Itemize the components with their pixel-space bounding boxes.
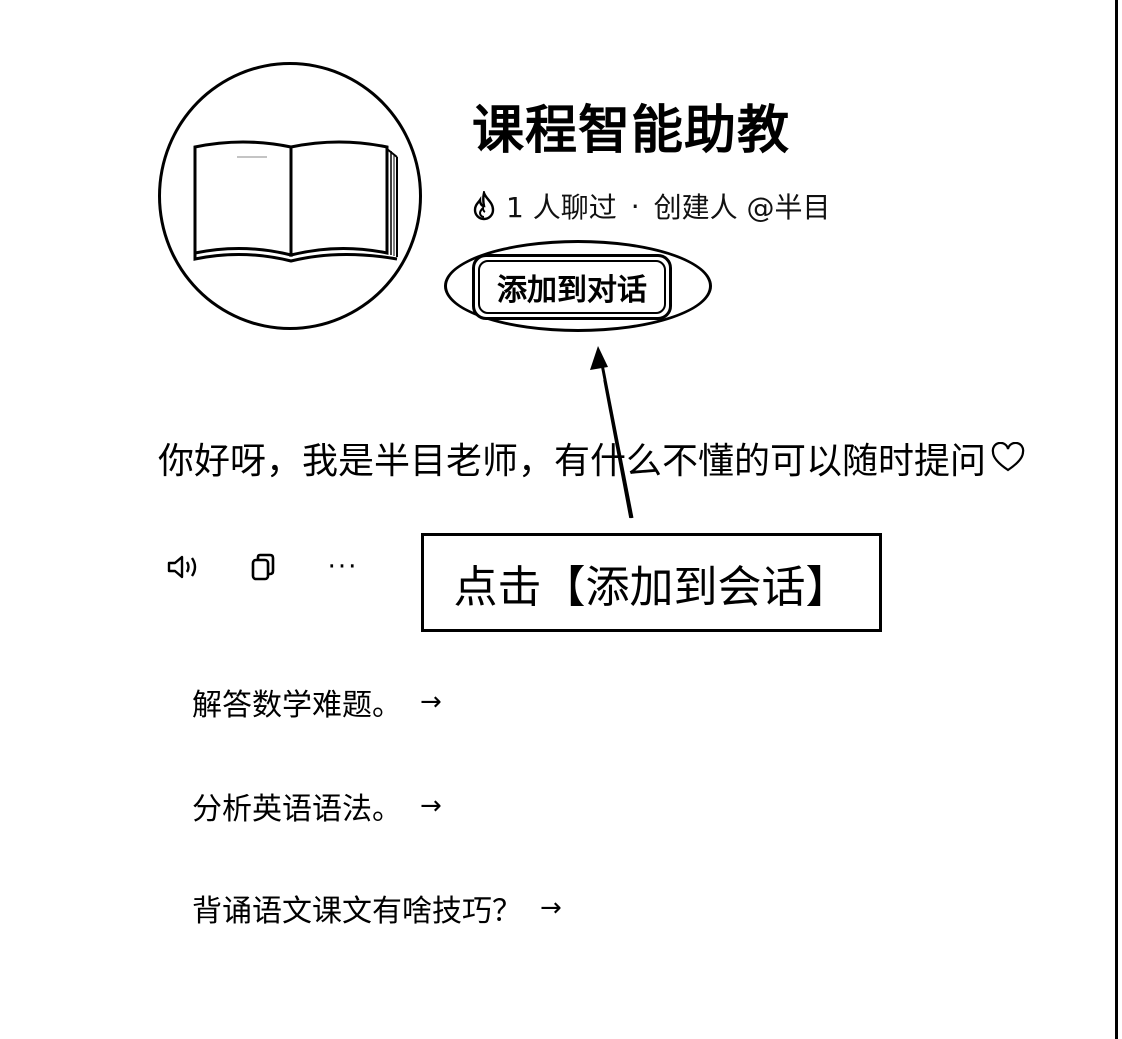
more-options-button[interactable]: ··· bbox=[327, 552, 359, 582]
bot-meta: 1 人聊过 · 创建人 @半目 bbox=[472, 186, 831, 226]
chat-count: 1 人聊过 bbox=[506, 191, 617, 224]
read-aloud-button[interactable] bbox=[164, 548, 202, 586]
suggestion-item-1[interactable]: 解答数学难题。 → bbox=[192, 680, 442, 724]
copy-button[interactable] bbox=[244, 548, 282, 586]
annotation-arrow bbox=[590, 346, 634, 519]
arrow-right-icon: → bbox=[420, 687, 442, 717]
arrow-right-icon: → bbox=[420, 791, 442, 821]
suggestion-item-3[interactable]: 背诵语文课文有啥技巧？ → bbox=[192, 886, 562, 930]
meta-separator: · bbox=[630, 189, 640, 223]
flame-icon bbox=[473, 191, 495, 221]
suggestion-text: 分析英语语法。 bbox=[192, 792, 402, 827]
copy-icon bbox=[251, 553, 275, 581]
suggestion-text: 解答数学难题。 bbox=[192, 688, 402, 723]
speaker-icon bbox=[167, 555, 197, 579]
bot-avatar bbox=[158, 62, 422, 330]
suggestion-item-2[interactable]: 分析英语语法。 → bbox=[192, 784, 442, 828]
highlight-ellipse bbox=[444, 240, 712, 332]
annotation-callout: 点击【添加到会话】 bbox=[421, 533, 882, 632]
greeting-text: 你好呀，我是半目老师，有什么不懂的可以随时提问 bbox=[158, 441, 987, 482]
page-right-border bbox=[1115, 0, 1118, 1039]
greeting-message: 你好呀，我是半目老师，有什么不懂的可以随时提问 bbox=[158, 432, 1026, 484]
add-to-conversation-button[interactable]: 添加到对话 bbox=[472, 254, 672, 320]
heart-icon bbox=[991, 442, 1025, 472]
suggestion-text: 背诵语文课文有啥技巧？ bbox=[192, 894, 522, 929]
open-book-icon bbox=[193, 140, 398, 263]
bot-name: 课程智能助教 bbox=[472, 101, 791, 161]
add-button-label: 添加到对话 bbox=[497, 274, 647, 307]
message-actions: ··· bbox=[164, 548, 362, 586]
creator-link[interactable]: 创建人 @半目 bbox=[653, 191, 831, 224]
arrow-right-icon: → bbox=[540, 893, 562, 923]
